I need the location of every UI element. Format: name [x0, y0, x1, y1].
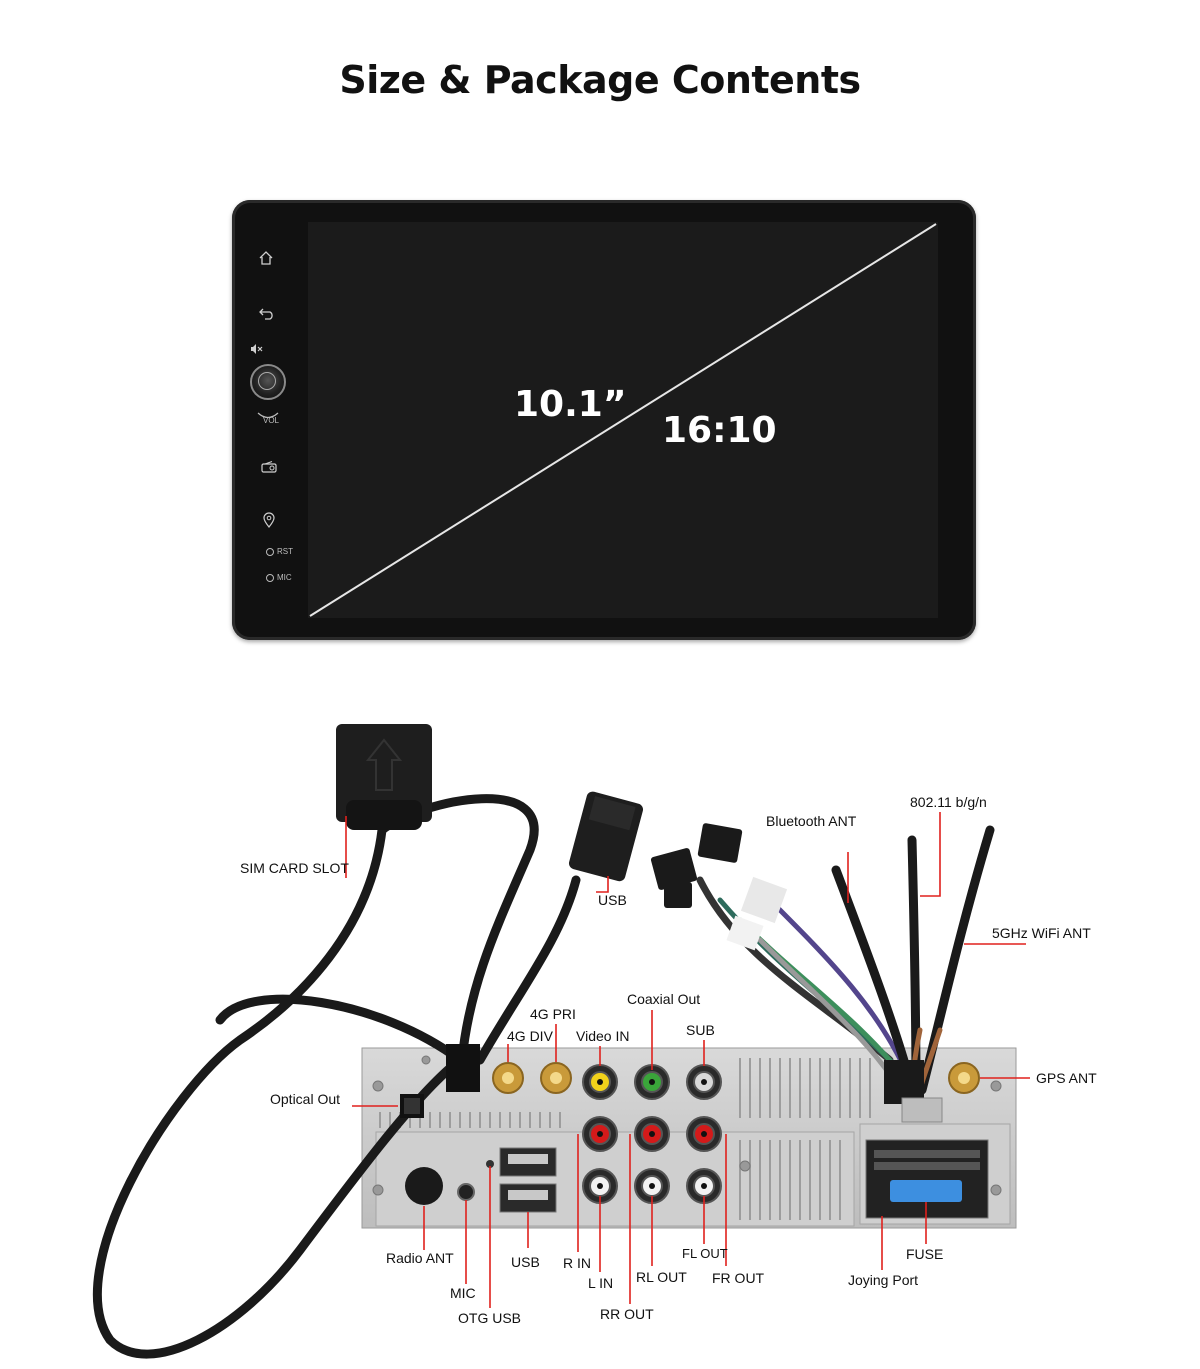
sim-card-adapter [336, 724, 432, 822]
mic-port [457, 1183, 475, 1201]
label-radio-ant: Radio ANT [386, 1250, 454, 1266]
label-rl-out: RL OUT [636, 1269, 687, 1285]
label-bluetooth-ant: Bluetooth ANT [766, 813, 857, 829]
vol-label: VOL [263, 416, 280, 425]
label-joying-port: Joying Port [848, 1272, 919, 1288]
label-fr-out: FR OUT [712, 1270, 765, 1286]
mute-icon[interactable] [250, 342, 264, 356]
label-usb-top: USB [598, 892, 627, 908]
label-fuse: FUSE [906, 1246, 944, 1262]
screen-aspect-ratio: 16:10 [662, 410, 777, 451]
label-4g-div: 4G DIV [507, 1028, 553, 1044]
mic-hole-label: MIC [277, 573, 292, 582]
home-icon[interactable] [259, 251, 273, 267]
radio-icon[interactable] [261, 461, 277, 475]
screen-diagonal-size: 10.1” [514, 384, 627, 425]
label-fl-out: FL OUT [682, 1246, 728, 1261]
page-title: Size & Package Contents [339, 58, 861, 102]
label-usb-bottom: USB [511, 1254, 540, 1270]
label-video-in: Video IN [576, 1028, 630, 1044]
label-otg-usb: OTG USB [458, 1310, 522, 1326]
volume-knob[interactable] [250, 364, 286, 400]
label-l-in: L IN [588, 1275, 614, 1291]
label-optical-out: Optical Out [270, 1091, 341, 1107]
label-5ghz-wifi-ant: 5GHz WiFi ANT [992, 925, 1091, 941]
label-gps-ant: GPS ANT [1036, 1070, 1097, 1086]
back-icon[interactable] [259, 306, 275, 322]
label-coaxial-out: Coaxial Out [627, 991, 701, 1007]
label-r-in: R IN [563, 1255, 591, 1271]
mic-hole [266, 574, 274, 582]
chevron-down-icon [257, 408, 279, 422]
display-screen [308, 222, 938, 618]
fuse [890, 1180, 962, 1202]
label-80211: 802.11 b/g/n [910, 794, 987, 810]
location-pin-icon[interactable] [263, 512, 275, 530]
label-rr-out: RR OUT [600, 1306, 654, 1322]
reset-button[interactable] [266, 548, 274, 556]
label-mic: MIC [450, 1285, 476, 1301]
radio-ant-port [405, 1167, 443, 1205]
label-sim-card-slot: SIM CARD SLOT [240, 860, 349, 876]
label-4g-pri: 4G PRI [530, 1006, 576, 1022]
label-sub: SUB [686, 1022, 715, 1038]
rst-label: RST [277, 547, 293, 556]
screen-diagonal-line [309, 223, 937, 617]
